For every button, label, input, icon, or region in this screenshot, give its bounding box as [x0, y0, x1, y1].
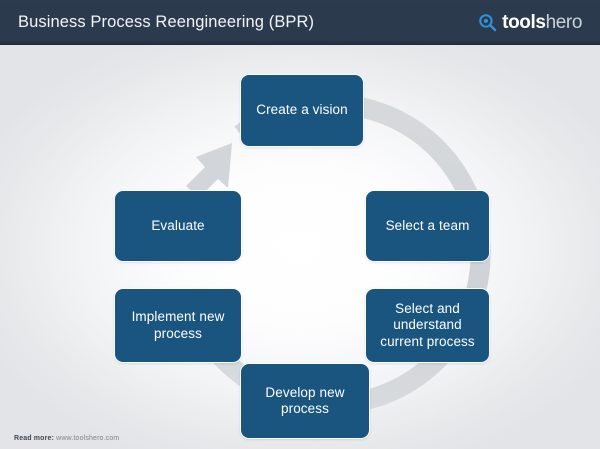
logo-text-hero: hero [545, 12, 583, 33]
node-select-a-team[interactable]: Select a team [365, 190, 490, 262]
page-title: Business Process Reengineering (BPR) [18, 13, 315, 31]
node-develop-new-process[interactable]: Develop new process [240, 363, 370, 439]
logo-wordmark: toolshero [502, 13, 582, 32]
magnifying-glass-icon [478, 13, 497, 32]
node-evaluate[interactable]: Evaluate [114, 190, 242, 262]
cycle-arrow-head [186, 143, 232, 198]
footer-label: Read more: [14, 435, 55, 442]
node-select-and-understand-current-process[interactable]: Select and understand current process [365, 288, 490, 363]
header-bar: Business Process Reengineering (BPR) too… [0, 0, 600, 45]
footer-url[interactable]: www.toolshero.com [56, 435, 120, 442]
logo-text-tools: tools [502, 12, 546, 33]
diagram-canvas: Create a vision Select a team Select and… [0, 45, 600, 449]
node-create-a-vision[interactable]: Create a vision [240, 74, 364, 147]
node-implement-new-process[interactable]: Implement new process [114, 288, 242, 363]
toolshero-logo: toolshero [478, 13, 582, 32]
footer-credit: Read more: www.toolshero.com [14, 435, 119, 442]
